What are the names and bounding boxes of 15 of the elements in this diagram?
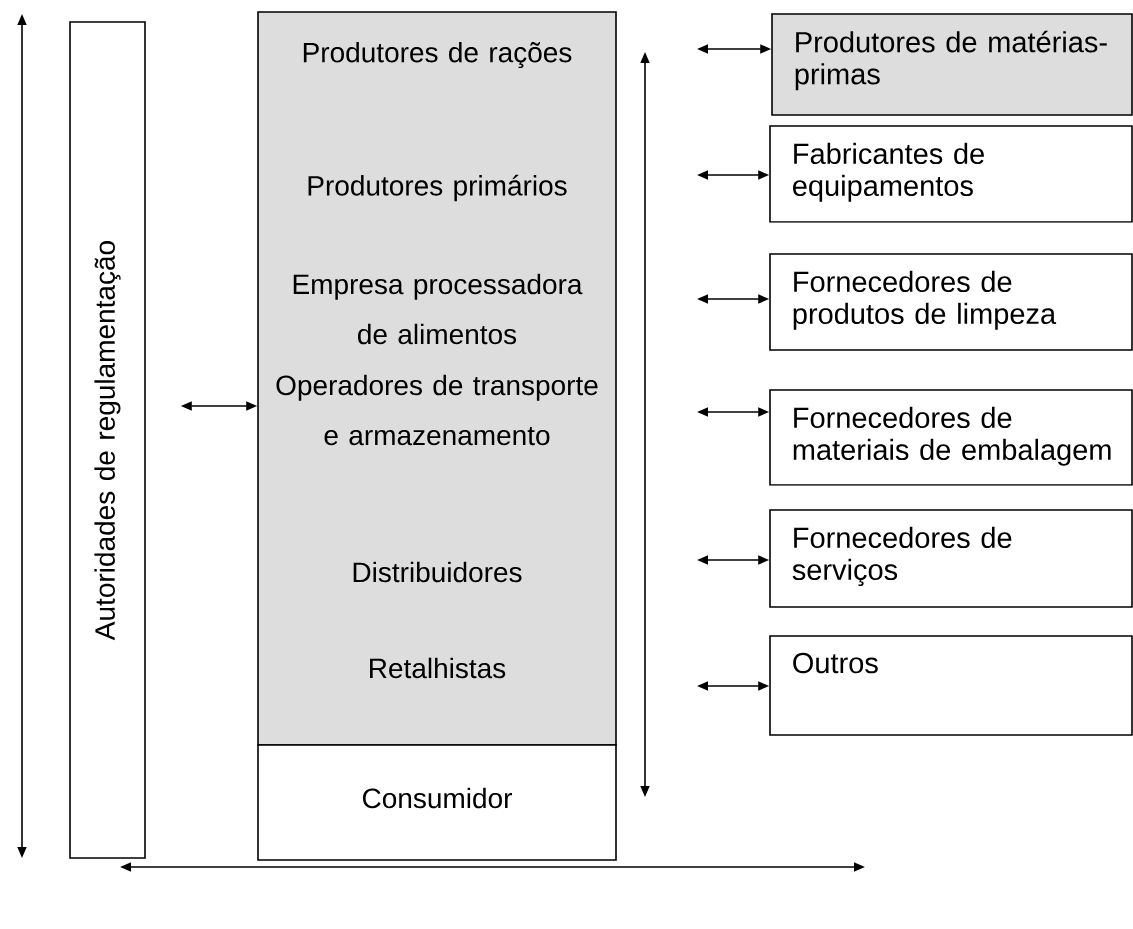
- supplier-box: Fabricantes de equipamentos: [769, 125, 1133, 223]
- chain-stage-label: Distribuidores: [353, 561, 522, 583]
- chain-stage-label: Empresa processadora de alimentos: [293, 273, 583, 345]
- consumer-box: Consumidor: [257, 744, 617, 861]
- supplier-box: Fornecedores de produtos de limpeza: [769, 253, 1133, 351]
- supplier-box: Fornecedores de materiais de embalagem: [769, 389, 1133, 486]
- chain-stage-label: Produtores de rações: [303, 41, 572, 69]
- authority-box: Autoridades de regulamentação: [69, 21, 146, 859]
- supplier-box: Fornecedores de serviços: [769, 509, 1133, 608]
- supply-chain-box: [257, 11, 617, 746]
- chain-stage-label: Operadores de transporte e armazenamento: [276, 374, 598, 446]
- chain-stage-label: Produtores primários: [308, 174, 567, 202]
- chain-stage-label: Retalhistas: [370, 657, 506, 679]
- supplier-box: Produtores de matérias-primas: [771, 13, 1133, 116]
- supplier-box: Outros: [769, 635, 1133, 736]
